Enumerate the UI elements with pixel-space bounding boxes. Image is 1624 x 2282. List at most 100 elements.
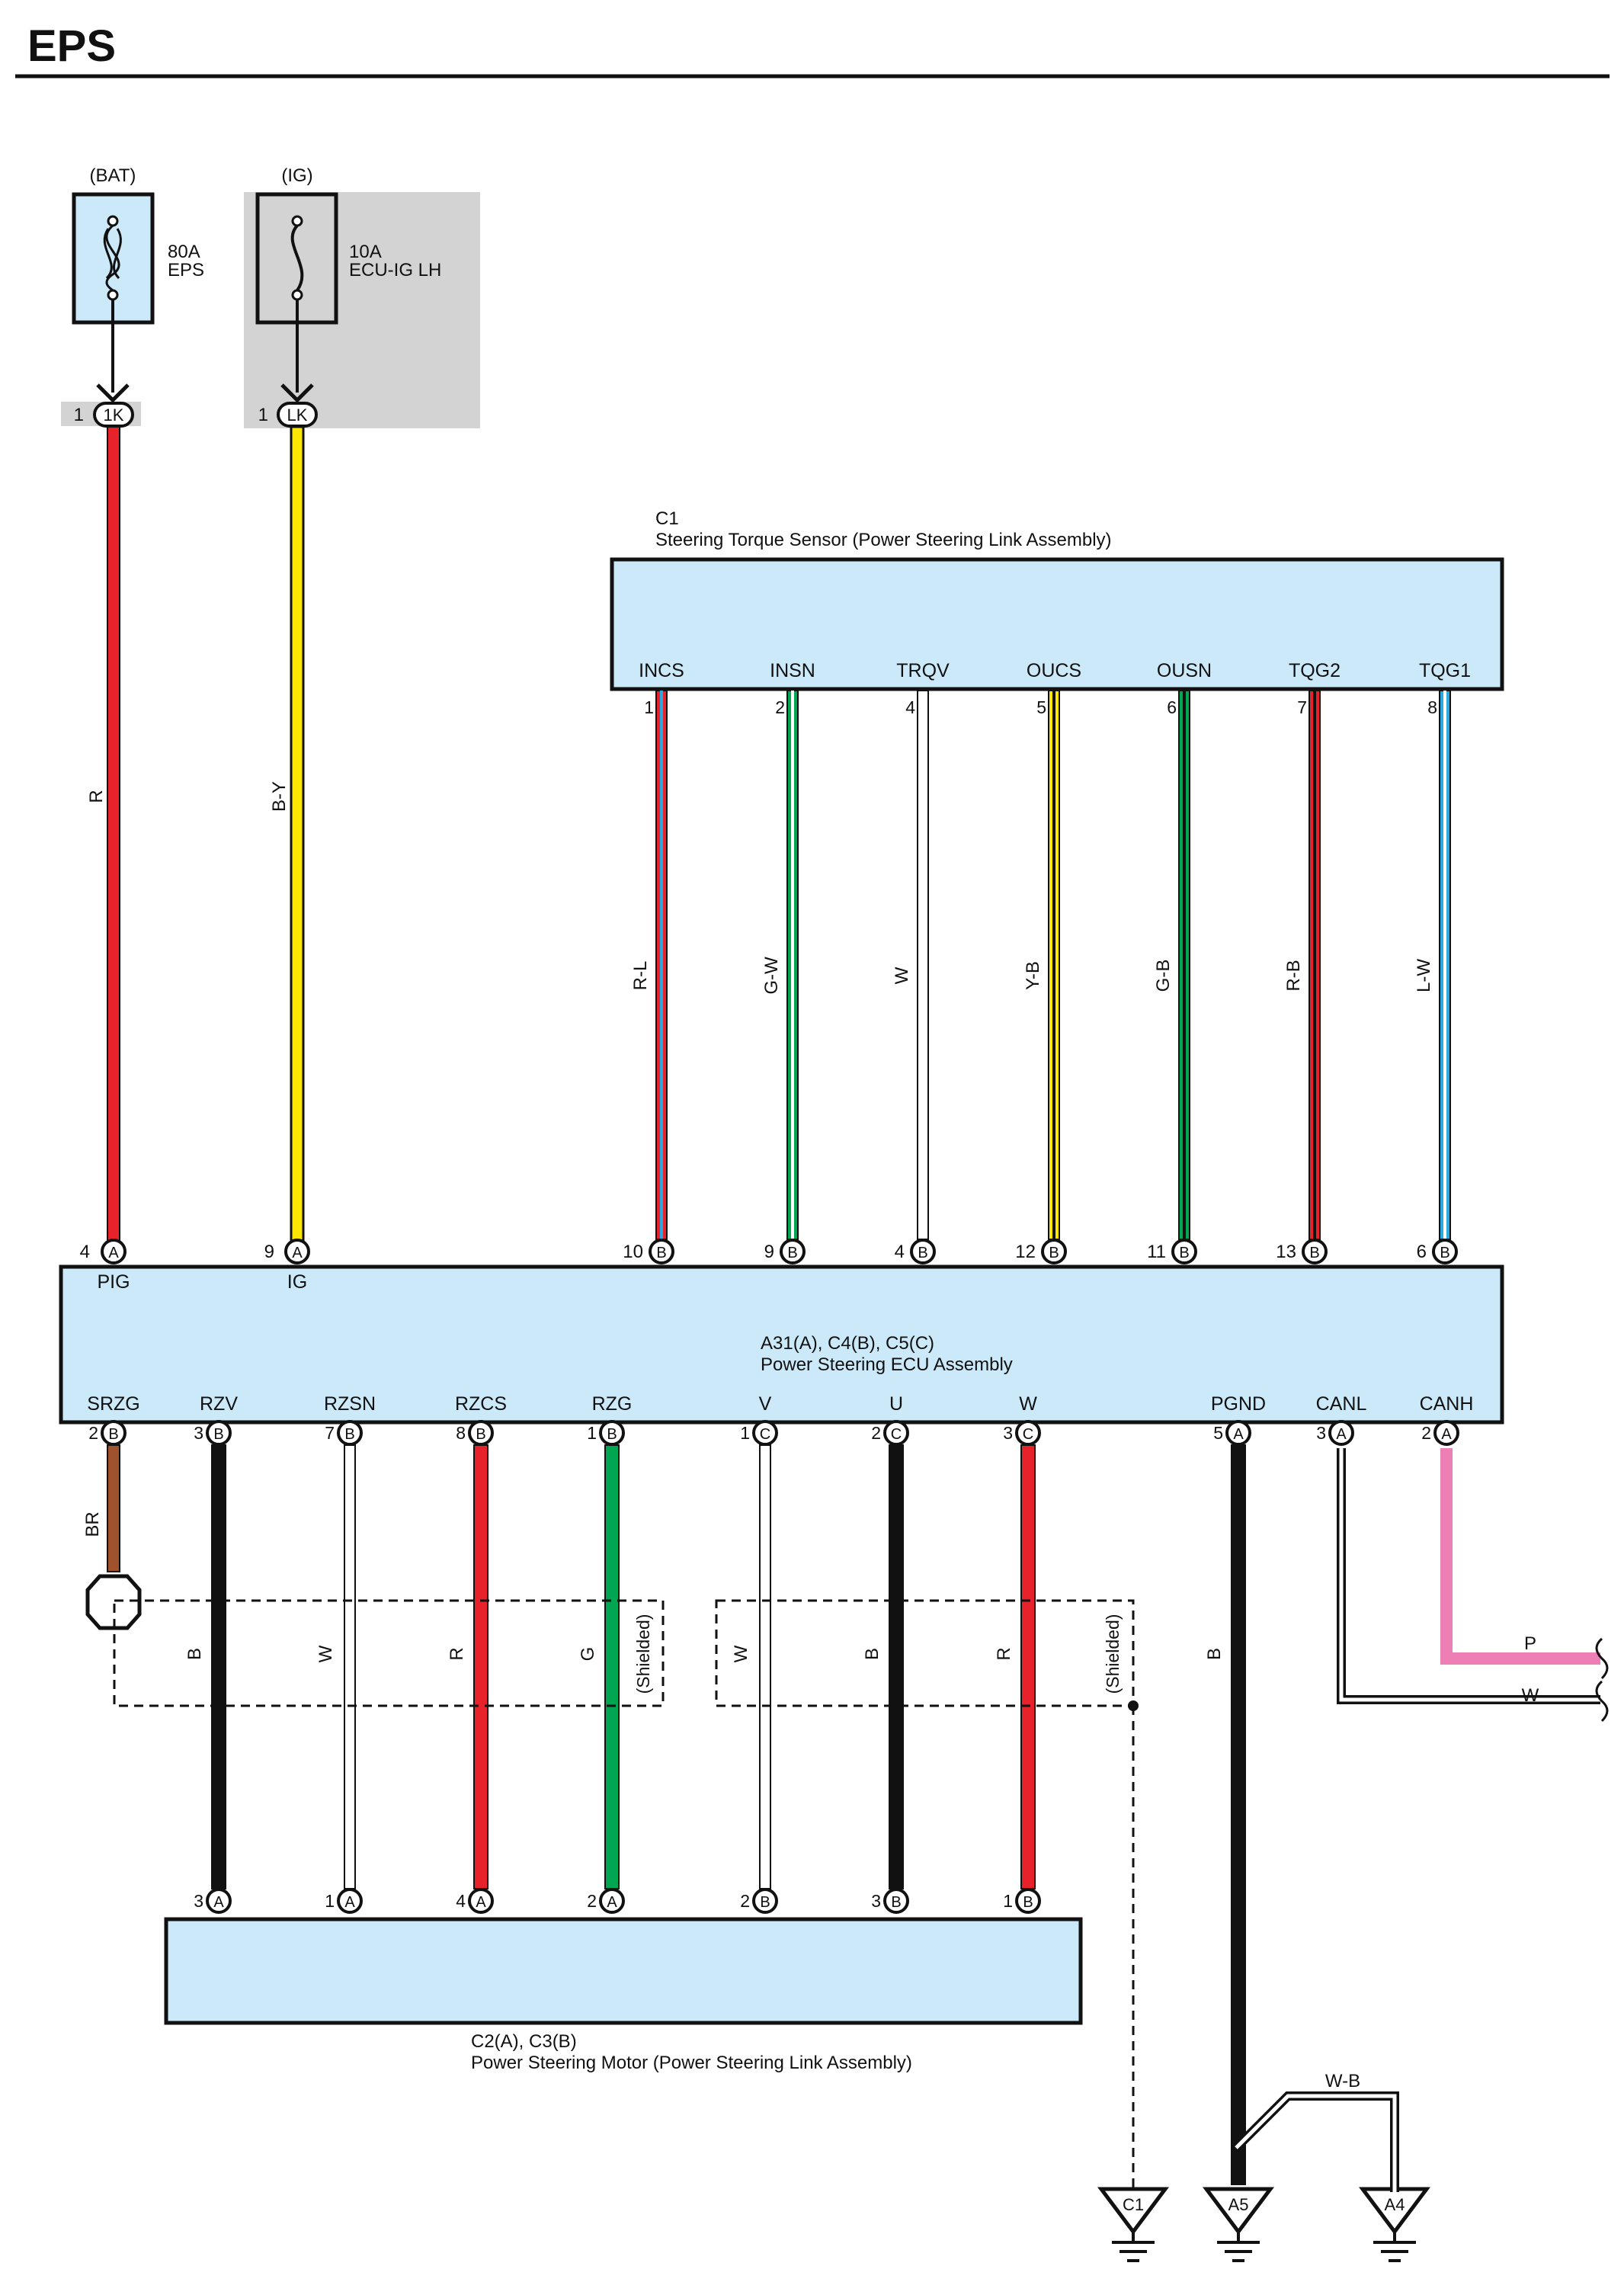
wire-label: B xyxy=(1204,1648,1225,1660)
connector-1k-label: 1K xyxy=(104,405,124,425)
pin-conn: B xyxy=(1049,1245,1059,1261)
torque-sensor-box xyxy=(610,557,1504,691)
pin-number: 2 xyxy=(88,1423,98,1443)
pin-conn: C xyxy=(1023,1426,1033,1443)
ecu-name: Power Steering ECU Assembly xyxy=(761,1354,1013,1375)
wire-label: Y-B xyxy=(1023,961,1043,990)
pin-terminal xyxy=(206,1420,232,1446)
pin-number: 13 xyxy=(1276,1242,1296,1262)
pin-number: 1 xyxy=(587,1423,597,1443)
ecu-pin-label: PIG xyxy=(97,1271,130,1293)
pin-number: 3 xyxy=(194,1423,203,1443)
wire-label: W xyxy=(892,966,912,984)
pin-conn: B xyxy=(344,1426,354,1443)
sensor-pin-label: INSN xyxy=(770,660,815,681)
wire-label: BR xyxy=(82,1511,103,1537)
pin-conn: C xyxy=(891,1426,902,1443)
ground-point-a5 xyxy=(1203,2187,1274,2236)
pin-terminal xyxy=(1171,1239,1197,1264)
fuse-80a-rating: 80A xyxy=(168,242,200,262)
pin-number: 9 xyxy=(264,1242,274,1262)
pin-number: 1 xyxy=(325,1891,335,1911)
pin-terminal xyxy=(1433,1420,1459,1446)
wire-b-pgnd xyxy=(1231,1444,1246,2185)
ground-label: C1 xyxy=(1123,2195,1144,2214)
pin-number: 2 xyxy=(1421,1423,1431,1443)
break-icon xyxy=(1595,1637,1609,1680)
pin-conn: B xyxy=(108,1426,118,1443)
pin-conn: B xyxy=(918,1245,927,1261)
pin-number: 1 xyxy=(740,1423,750,1443)
connector-lk-label: LK xyxy=(287,405,308,425)
pin-number: 2 xyxy=(871,1423,881,1443)
sensor-pin-label: INCS xyxy=(639,660,684,681)
pin-conn: B xyxy=(1179,1245,1189,1261)
pin-number: 2 xyxy=(587,1891,597,1911)
wire-b-y-ig xyxy=(290,425,305,1250)
wire-rzg xyxy=(604,1444,620,1889)
wire-label: W-B xyxy=(1325,2071,1360,2091)
fuse-10a-rating: 10A xyxy=(349,242,382,262)
ecu-pin-label: CANH xyxy=(1420,1393,1474,1415)
pin-number: 4 xyxy=(80,1242,90,1262)
pin-number: 3 xyxy=(1316,1423,1326,1443)
pin-number: 5 xyxy=(1036,697,1046,717)
pin-terminal xyxy=(337,1420,363,1446)
wire-br-srzg xyxy=(107,1444,120,1572)
pin-conn: A xyxy=(1233,1426,1244,1443)
pin-conn: A xyxy=(213,1894,224,1911)
wire-w-b-ground xyxy=(1235,2094,1397,2192)
wire-label: R-L xyxy=(630,961,651,991)
break-icon xyxy=(1595,1680,1609,1723)
pin-number: 3 xyxy=(194,1891,203,1911)
ecu-pin-label: RZCS xyxy=(455,1393,507,1415)
wire-w xyxy=(1020,1444,1036,1889)
torque-sensor-pins: INCS1R-L10BINCSINSN2G-W9BINSNTRQV4W4BTRQ… xyxy=(623,660,1471,1293)
pin-terminal xyxy=(752,1420,778,1446)
ecu-pin-label: IG xyxy=(287,1271,307,1293)
pin-conn: A xyxy=(1441,1426,1452,1443)
wire-label: B xyxy=(862,1648,882,1660)
ecu-pin-label: SRZG xyxy=(87,1393,139,1415)
ecu-pin-label: RZSN xyxy=(324,1393,376,1415)
wire-rzv xyxy=(211,1444,226,1889)
ground-point-c1 xyxy=(1097,2187,1169,2236)
ecu-pin-label: V xyxy=(759,1393,772,1415)
pin-terminal xyxy=(883,1420,909,1446)
pin-conn: B xyxy=(607,1426,617,1443)
pin-terminal xyxy=(101,1420,127,1446)
wire-label: W xyxy=(731,1645,751,1662)
fuse-80a-name: EPS xyxy=(168,260,204,280)
wire-label: G xyxy=(578,1647,598,1662)
pin-number: 7 xyxy=(325,1423,335,1443)
wire-label: W xyxy=(1522,1685,1539,1706)
motor-id: C2(A), C3(B) xyxy=(471,2031,577,2052)
wire-w-canl xyxy=(1339,1448,1600,1702)
wire-label: P xyxy=(1524,1633,1536,1654)
pin-number: 6 xyxy=(1417,1242,1427,1262)
wire-label: G-W xyxy=(761,957,782,995)
motor-name: Power Steering Motor (Power Steering Lin… xyxy=(471,2053,912,2073)
pin-number: 2 xyxy=(775,697,785,717)
pin-conn: B xyxy=(760,1894,770,1911)
pin-terminal xyxy=(284,1239,310,1264)
pin-number: 4 xyxy=(905,697,915,717)
shield-box-motor xyxy=(715,1599,1135,1707)
pin-number: 4 xyxy=(895,1242,905,1262)
pin-number: 7 xyxy=(1297,697,1307,717)
shielded-label: (Shielded) xyxy=(1103,1614,1123,1694)
pin-terminal xyxy=(101,1239,127,1264)
pin-conn: B xyxy=(787,1245,797,1261)
wire-p-canh xyxy=(1440,1448,1600,1665)
fuse-10a-name: ECU-IG LH xyxy=(349,260,441,280)
pin-conn: C xyxy=(760,1426,770,1443)
pin-conn: B xyxy=(1023,1894,1033,1911)
pin-conn: A xyxy=(344,1894,355,1911)
pin-conn: B xyxy=(213,1426,223,1443)
pin-number: 3 xyxy=(1003,1423,1013,1443)
ecu-box xyxy=(59,1264,1504,1425)
pin-number: 2 xyxy=(740,1891,750,1911)
ecu-id: A31(A), C4(B), C5(C) xyxy=(761,1333,934,1354)
ecu-pin-label: PGND xyxy=(1211,1393,1266,1415)
